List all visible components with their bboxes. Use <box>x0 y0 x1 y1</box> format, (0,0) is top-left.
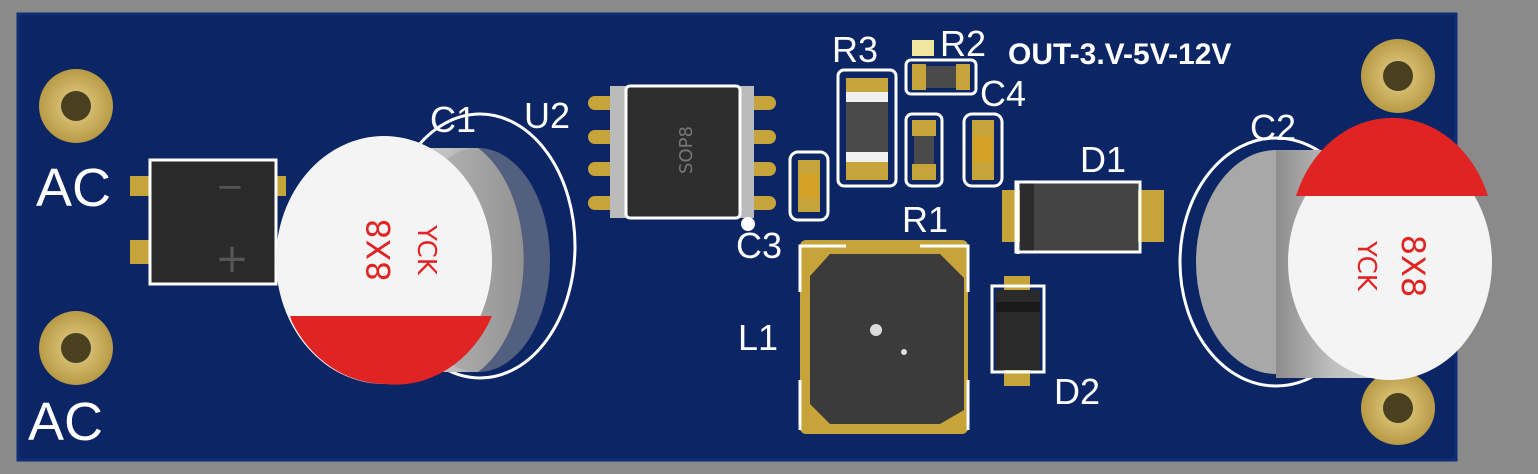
mounting-hole-bottom-left <box>39 311 113 385</box>
c1-brand-marking: YCK <box>411 224 441 276</box>
bridge-rectifier: − + <box>130 158 286 286</box>
silk-output-voltage-title: OUT-3.V-5V-12V <box>1008 38 1231 71</box>
silk-c2: C2 <box>1250 107 1296 148</box>
resistor-r3 <box>836 68 898 188</box>
c2-brand-marking: YCK <box>1351 240 1381 292</box>
silk-c3: C3 <box>736 225 782 266</box>
silk-ac-bottom: AC <box>28 392 103 452</box>
inductor-l1 <box>798 240 970 434</box>
silk-c1: C1 <box>430 99 476 140</box>
silk-u2: U2 <box>524 95 570 136</box>
mounting-hole-bottom-right <box>1361 371 1435 445</box>
diode-d1 <box>1002 180 1164 254</box>
capacitor-c4 <box>962 112 1004 188</box>
silk-r1: R1 <box>902 199 948 240</box>
silk-r3: R3 <box>832 29 878 70</box>
capacitor-c2: 8X8 YCK <box>1178 117 1492 388</box>
mounting-hole-top-left <box>39 69 113 143</box>
sop8-marking: SOP8 <box>676 126 697 174</box>
silk-d1: D1 <box>1080 139 1126 180</box>
c1-size-marking: 8X8 <box>360 219 398 282</box>
silk-c4: C4 <box>980 73 1026 114</box>
bridge-plus-marking: + <box>215 236 249 282</box>
silk-ac-top: AC <box>36 158 111 218</box>
silk-l1: L1 <box>738 317 778 358</box>
diode-d2 <box>990 276 1046 386</box>
mounting-hole-top-right <box>1361 39 1435 113</box>
silk-d2: D2 <box>1054 371 1100 412</box>
silk-r2: R2 <box>940 23 986 64</box>
capacitor-c3 <box>788 150 830 222</box>
capacitor-c1: 8X8 YCK <box>276 112 577 385</box>
c2-size-marking: 8X8 <box>1394 235 1432 298</box>
resistor-r1 <box>904 112 944 188</box>
resistor-r2 <box>904 40 978 96</box>
bridge-minus-marking: − <box>216 167 245 207</box>
ic-u2-sop8: SOP8 <box>588 84 776 231</box>
